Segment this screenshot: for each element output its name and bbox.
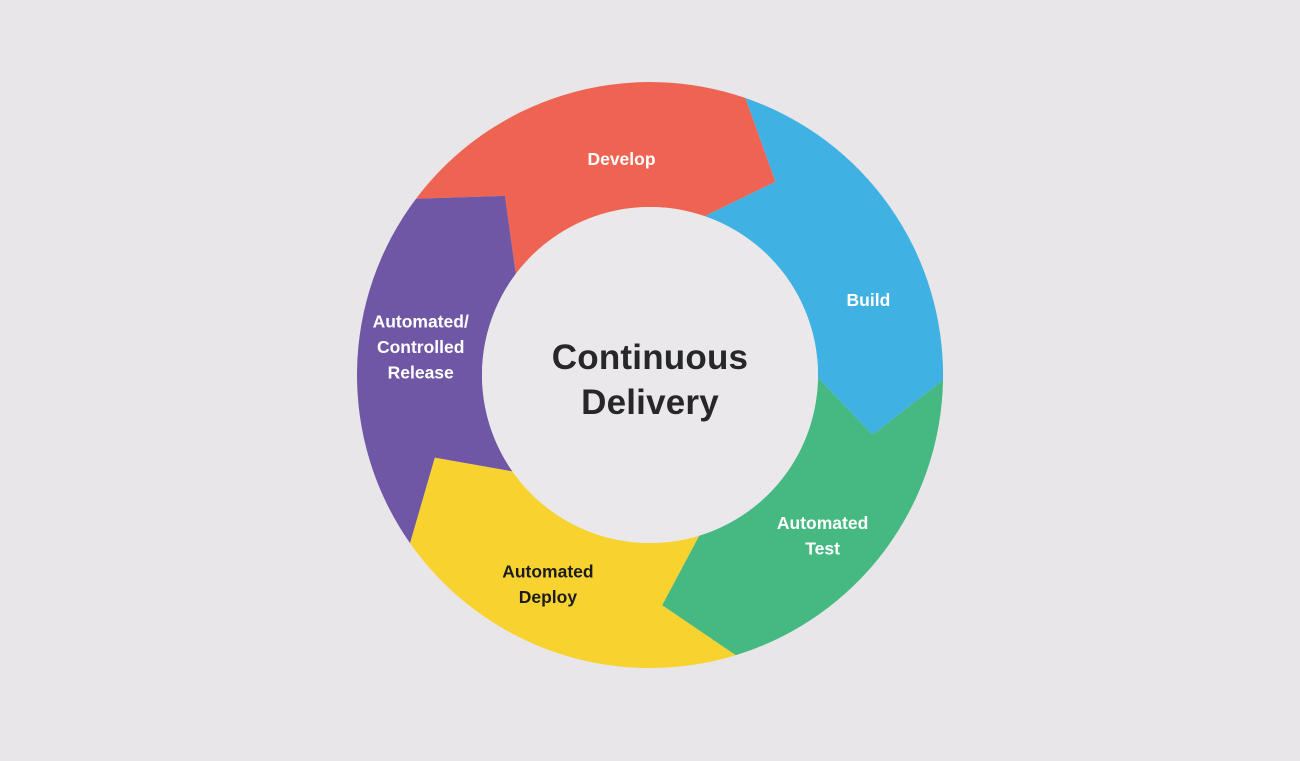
segment-automated-controlled-release xyxy=(357,195,516,544)
cycle-segments xyxy=(357,82,944,669)
segment-develop xyxy=(416,82,776,274)
diagram-title: Continuous Delivery xyxy=(450,335,850,425)
diagram-title-line2: Delivery xyxy=(581,383,719,422)
diagram-title-line1: Continuous xyxy=(551,338,749,377)
center-circle xyxy=(482,207,818,543)
segment-automated-test xyxy=(662,377,943,656)
segment-automated-deploy xyxy=(410,457,736,669)
segment-label-build: Build xyxy=(847,290,891,310)
segment-build xyxy=(704,98,944,435)
segment-label-develop: Develop xyxy=(587,149,655,169)
